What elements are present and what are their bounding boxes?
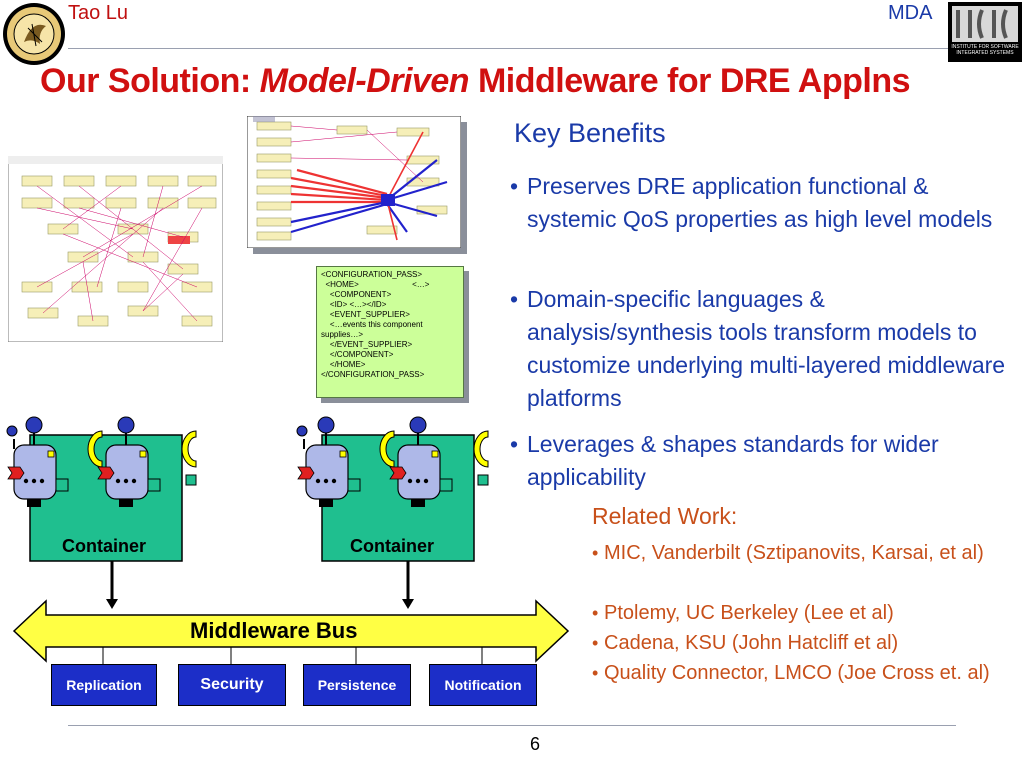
- xml-configuration-snippet: <CONFIGURATION_PASS> <HOME> <…> <COMPONE…: [316, 266, 464, 398]
- xml-line: </COMPONENT>: [321, 350, 394, 359]
- related-work-text: MIC, Vanderbilt (Sztipanovits, Karsai, e…: [604, 542, 984, 564]
- topic-label: MDA: [888, 2, 933, 24]
- footer-divider: [68, 725, 956, 726]
- xml-line: </HOME>: [321, 360, 366, 369]
- related-work-item: • MIC, Vanderbilt (Sztipanovits, Karsai,…: [592, 540, 1022, 566]
- service-security: Security: [178, 664, 286, 706]
- university-seal-logo: [2, 2, 66, 66]
- xml-line: <…events this component: [321, 320, 423, 329]
- related-work-item: • Ptolemy, UC Berkeley (Lee et al): [592, 600, 1022, 626]
- related-work-heading: Related Work:: [592, 503, 738, 529]
- xml-line: supplies…>: [321, 330, 364, 339]
- benefit-text: Preserves DRE application functional & s…: [527, 173, 993, 232]
- author-name: Tao Lu: [68, 2, 129, 24]
- slide-title: Our Solution: Model-Driven Middleware fo…: [40, 62, 911, 101]
- bullet-dot: •: [592, 603, 599, 623]
- middleware-architecture-diagram: [6, 416, 570, 664]
- key-benefits-heading: Key Benefits: [514, 118, 666, 148]
- benefit-item: • Preserves DRE application functional &…: [510, 170, 1010, 236]
- related-work-item: • Quality Connector, LMCO (Joe Cross et.…: [592, 660, 1022, 686]
- service-replication: Replication: [51, 664, 157, 706]
- benefit-item: • Domain-specific languages & analysis/s…: [510, 283, 1010, 415]
- isis-logo: INSTITUTE FOR SOFTWARE INTEGRATED SYSTEM…: [948, 2, 1022, 62]
- xml-line: <COMPONENT>: [321, 290, 392, 299]
- middleware-bus-arrow: [12, 599, 570, 663]
- bullet-dot: •: [592, 633, 599, 653]
- model-diagram-thumbnail-top: [246, 115, 462, 249]
- bullet-dot: •: [592, 663, 599, 683]
- xml-line: <ID> <…></ID>: [321, 300, 387, 309]
- page-number: 6: [530, 734, 541, 754]
- related-work-text: Cadena, KSU (John Hatcliff et al): [604, 632, 899, 654]
- xml-line: <HOME> <…>: [321, 280, 430, 289]
- bullet-dot: •: [510, 173, 519, 199]
- title-emphasis: Model-Driven: [259, 62, 470, 100]
- benefit-text: Domain-specific languages & analysis/syn…: [527, 286, 1006, 411]
- bullet-dot: •: [510, 431, 519, 457]
- related-work-text: Ptolemy, UC Berkeley (Lee et al): [604, 602, 894, 624]
- model-diagram-thumbnail-left: [7, 155, 224, 343]
- benefit-item: • Leverages & shapes standards for wider…: [510, 428, 1010, 494]
- xml-line: <CONFIGURATION_PASS>: [321, 270, 423, 279]
- middleware-bus-label: Middleware Bus: [190, 618, 358, 643]
- service-notification: Notification: [429, 664, 537, 706]
- benefit-text: Leverages & shapes standards for wider a…: [527, 431, 939, 490]
- header-divider: [68, 48, 948, 49]
- container-label-right: Container: [350, 536, 435, 556]
- xml-line: <EVENT_SUPPLIER>: [321, 310, 410, 319]
- xml-line: </EVENT_SUPPLIER>: [321, 340, 413, 349]
- title-part3: Middleware for DRE Applns: [469, 62, 911, 100]
- container-label-left: Container: [62, 536, 147, 556]
- xml-line: </CONFIGURATION_PASS>: [321, 370, 425, 379]
- title-part1: Our Solution:: [40, 62, 260, 100]
- bullet-dot: •: [510, 286, 519, 312]
- bullet-dot: •: [592, 543, 599, 563]
- related-work-text: Quality Connector, LMCO (Joe Cross et. a…: [604, 662, 990, 684]
- isis-logo-caption: INSTITUTE FOR SOFTWARE INTEGRATED SYSTEM…: [951, 44, 1019, 56]
- related-work-item: • Cadena, KSU (John Hatcliff et al): [592, 630, 1022, 656]
- service-persistence: Persistence: [303, 664, 411, 706]
